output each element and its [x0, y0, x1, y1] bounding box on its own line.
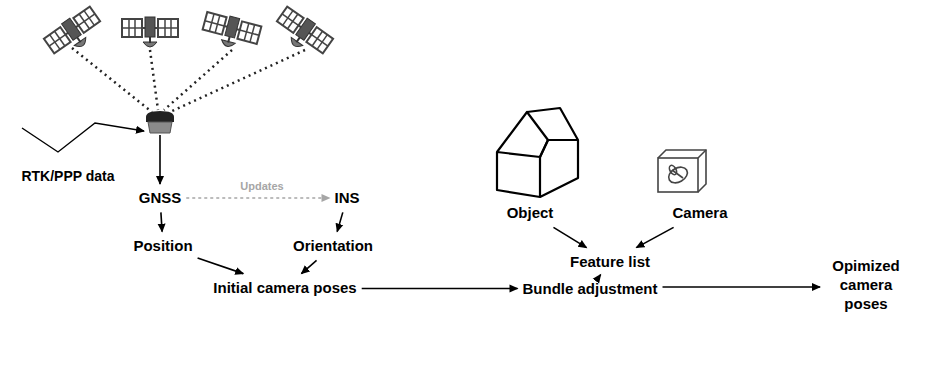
node-text: Object — [507, 204, 554, 223]
arrow-connector — [636, 227, 673, 247]
edge-label: Updates — [238, 180, 285, 192]
free-label: RTK/PPP data — [21, 168, 114, 184]
node-text: Position — [133, 237, 192, 256]
node-text: Feature list — [570, 253, 650, 272]
arrow-connector — [553, 227, 586, 247]
arrow-connector — [663, 286, 820, 288]
text-node: Bundle adjustment — [522, 280, 657, 299]
arrow-connector — [186, 197, 329, 199]
node-text: Initial camera poses — [213, 279, 356, 298]
arrow-connector — [362, 288, 518, 290]
arrow-connector — [161, 212, 162, 231]
node-text: INS — [334, 189, 359, 208]
node-text: Bundle adjustment — [522, 280, 657, 299]
text-node: Feature list — [570, 253, 650, 272]
text-node: Position — [133, 237, 192, 256]
text-node: Orientation — [293, 237, 373, 256]
arrow-connector — [337, 212, 343, 231]
text-node: GNSS — [139, 189, 182, 208]
node-text: Orientation — [293, 237, 373, 256]
arrow-connector — [599, 275, 600, 277]
arrow-connector — [198, 258, 244, 274]
node-text: Camera — [672, 204, 727, 223]
node-text: GNSS — [139, 189, 182, 208]
text-node: Opimized camera poses — [825, 257, 907, 313]
node-text: Opimized camera poses — [825, 257, 907, 313]
text-node: INS — [334, 189, 359, 208]
text-node: Object — [507, 204, 554, 223]
text-node: Camera — [672, 204, 727, 223]
arrow-connector — [301, 260, 316, 273]
text-node: Initial camera poses — [213, 279, 356, 298]
